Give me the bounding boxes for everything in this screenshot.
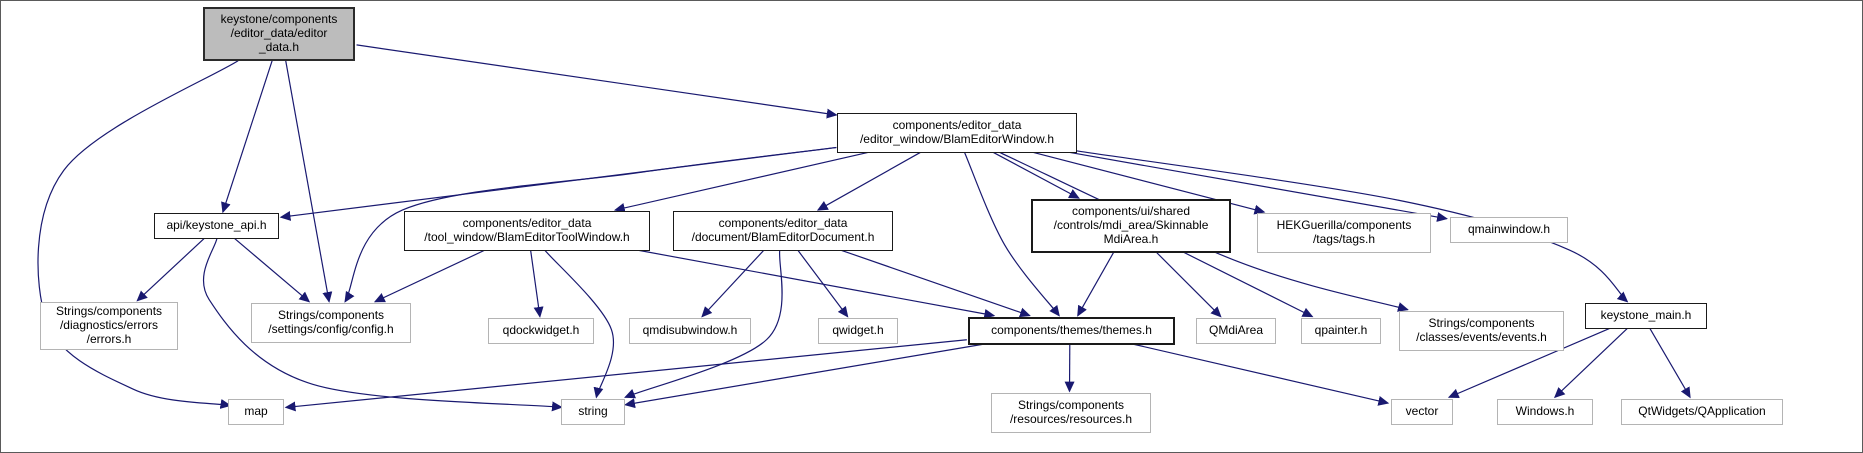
- node-label-line: /diagnostics/errors: [59, 318, 159, 333]
- edge-toolwin-qdockwidget: [529, 249, 544, 318]
- edge-themes-string: [624, 342, 988, 409]
- edge-window-config: [344, 146, 837, 303]
- node-label-line: /resources/resources.h: [1009, 412, 1133, 426]
- node-label-line: Strings/components: [1017, 398, 1125, 413]
- edge-root-config: [285, 60, 333, 303]
- node-label-line: _data.h: [258, 39, 300, 54]
- node-qmdisubwindow: qmdisubwindow.h: [629, 318, 751, 344]
- edge-themes-vector: [1130, 342, 1390, 406]
- node-label-line: map: [244, 404, 268, 419]
- node-blam-editor-window[interactable]: components/editor_data/editor_window/Bla…: [837, 113, 1077, 153]
- edge-doc-string: [624, 249, 783, 399]
- node-qdockwidget: qdockwidget.h: [488, 318, 594, 344]
- node-qmainwindow: qmainwindow.h: [1450, 217, 1568, 243]
- edge-window-skinnable: [992, 151, 1080, 199]
- node-blam-editor-tool-window[interactable]: components/editor_data/tool_window/BlamE…: [404, 211, 650, 251]
- node-vector: vector: [1391, 399, 1453, 425]
- node-label-line: qpainter.h: [1314, 323, 1368, 338]
- edge-skinnable-qpainter: [1182, 251, 1314, 318]
- edge-toolwin-string: [544, 249, 614, 399]
- node-label-line: components/editor_data: [892, 118, 1022, 133]
- node-label-line: HEKGuerilla/components: [1276, 218, 1412, 233]
- node-config-strings: Strings/components/settings/config/confi…: [251, 303, 411, 343]
- edge-window-qmainwindow: [1069, 151, 1448, 222]
- edge-api-errors: [136, 237, 206, 302]
- node-qmdiarea: QMdiArea: [1196, 318, 1276, 344]
- node-label-line: components/editor_data: [462, 216, 592, 231]
- node-label-line: Windows.h: [1515, 404, 1575, 419]
- edge-window-events: [999, 151, 1409, 312]
- node-label-line: /tags/tags.h: [1312, 232, 1376, 246]
- node-windows-h: Windows.h: [1497, 399, 1593, 425]
- node-string: string: [561, 399, 625, 425]
- node-label-line: qmainwindow.h: [1467, 222, 1551, 237]
- node-label-line: /controls/mdi_area/Skinnable: [1053, 218, 1209, 233]
- node-label-line: QtWidgets/QApplication: [1638, 404, 1766, 419]
- node-label-line: Strings/components: [55, 304, 163, 319]
- node-hekguerilla-tags: HEKGuerilla/components/tags/tags.h: [1257, 213, 1431, 253]
- edge-window-keystone_main: [1075, 150, 1629, 303]
- edge-root-map: [37, 60, 239, 409]
- node-resources-strings: Strings/components/resources/resources.h: [991, 393, 1151, 433]
- edge-doc-qwidget: [797, 249, 849, 318]
- edge-doc-qmdisubwindow: [701, 249, 765, 318]
- edge-doc-themes: [839, 249, 1031, 318]
- edge-window-themes: [963, 152, 1060, 317]
- edge-root-window: [356, 44, 838, 119]
- edge-root-api: [221, 60, 273, 214]
- node-map: map: [228, 399, 284, 425]
- edge-skinnable-qmdiarea: [1155, 251, 1222, 318]
- edge-keystone_main-qapplication: [1648, 327, 1691, 399]
- edge-api-string: [203, 237, 563, 412]
- node-label-line: /settings/config/config.h: [268, 322, 394, 336]
- node-label-line: keystone_main.h: [1600, 308, 1692, 323]
- node-label-line: /classes/events/events.h: [1416, 330, 1547, 344]
- node-label-line: qwidget.h: [832, 323, 884, 338]
- node-label-line: QMdiArea: [1208, 323, 1264, 338]
- node-errors-strings: Strings/components/diagnostics/errors/er…: [40, 302, 178, 350]
- node-label-line: vector: [1405, 404, 1439, 419]
- node-label-line: /document/BlamEditorDocument.h: [691, 230, 875, 244]
- node-label-line: api/keystone_api.h: [166, 218, 267, 233]
- node-keystone-api[interactable]: api/keystone_api.h: [154, 213, 279, 239]
- node-label-line: /tool_window/BlamEditorToolWindow.h: [424, 230, 630, 244]
- node-label-line: components/themes/themes.h: [991, 323, 1152, 338]
- node-label-line: /errors.h: [86, 331, 132, 346]
- edge-keystone_main-windows_h: [1554, 327, 1629, 399]
- edge-toolwin-themes: [636, 249, 996, 319]
- node-label-line: /editor_window/BlamEditorWindow.h: [859, 132, 1055, 146]
- node-themes[interactable]: components/themes/themes.h: [968, 317, 1175, 345]
- node-label-line: /editor_data/editor: [230, 26, 328, 41]
- node-blam-editor-document[interactable]: components/editor_data/document/BlamEdit…: [673, 211, 893, 251]
- node-editor-data-root: keystone/components/editor_data/editor_d…: [203, 7, 355, 61]
- node-qwidget: qwidget.h: [818, 318, 898, 344]
- edge-themes-map: [284, 339, 967, 412]
- node-label-line: qdockwidget.h: [502, 323, 580, 338]
- node-events-strings: Strings/components/classes/events/events…: [1399, 311, 1564, 351]
- edge-api-config: [233, 237, 311, 303]
- node-qpainter: qpainter.h: [1301, 318, 1381, 344]
- edge-window-doc: [816, 151, 921, 211]
- node-qtwidgets-qapplication: QtWidgets/QApplication: [1621, 399, 1783, 425]
- edge-window-toolwin: [613, 151, 869, 213]
- node-label-line: string: [578, 404, 608, 419]
- edge-keystone_main-vector: [1447, 327, 1612, 399]
- edge-toolwin-config: [373, 249, 486, 303]
- node-label-line: MdiArea.h: [1103, 231, 1159, 246]
- node-keystone-main[interactable]: keystone_main.h: [1585, 303, 1707, 329]
- node-label-line: keystone/components: [220, 12, 338, 27]
- node-label-line: components/ui/shared: [1071, 204, 1191, 219]
- edge-skinnable-themes: [1077, 251, 1115, 317]
- node-label-line: components/editor_data: [718, 216, 848, 231]
- node-label-line: Strings/components: [277, 308, 385, 323]
- node-label-line: qmdisubwindow.h: [642, 323, 738, 338]
- node-skinnable-mdi-area[interactable]: components/ui/shared/controls/mdi_area/S…: [1031, 199, 1231, 253]
- node-label-line: Strings/components: [1428, 316, 1535, 331]
